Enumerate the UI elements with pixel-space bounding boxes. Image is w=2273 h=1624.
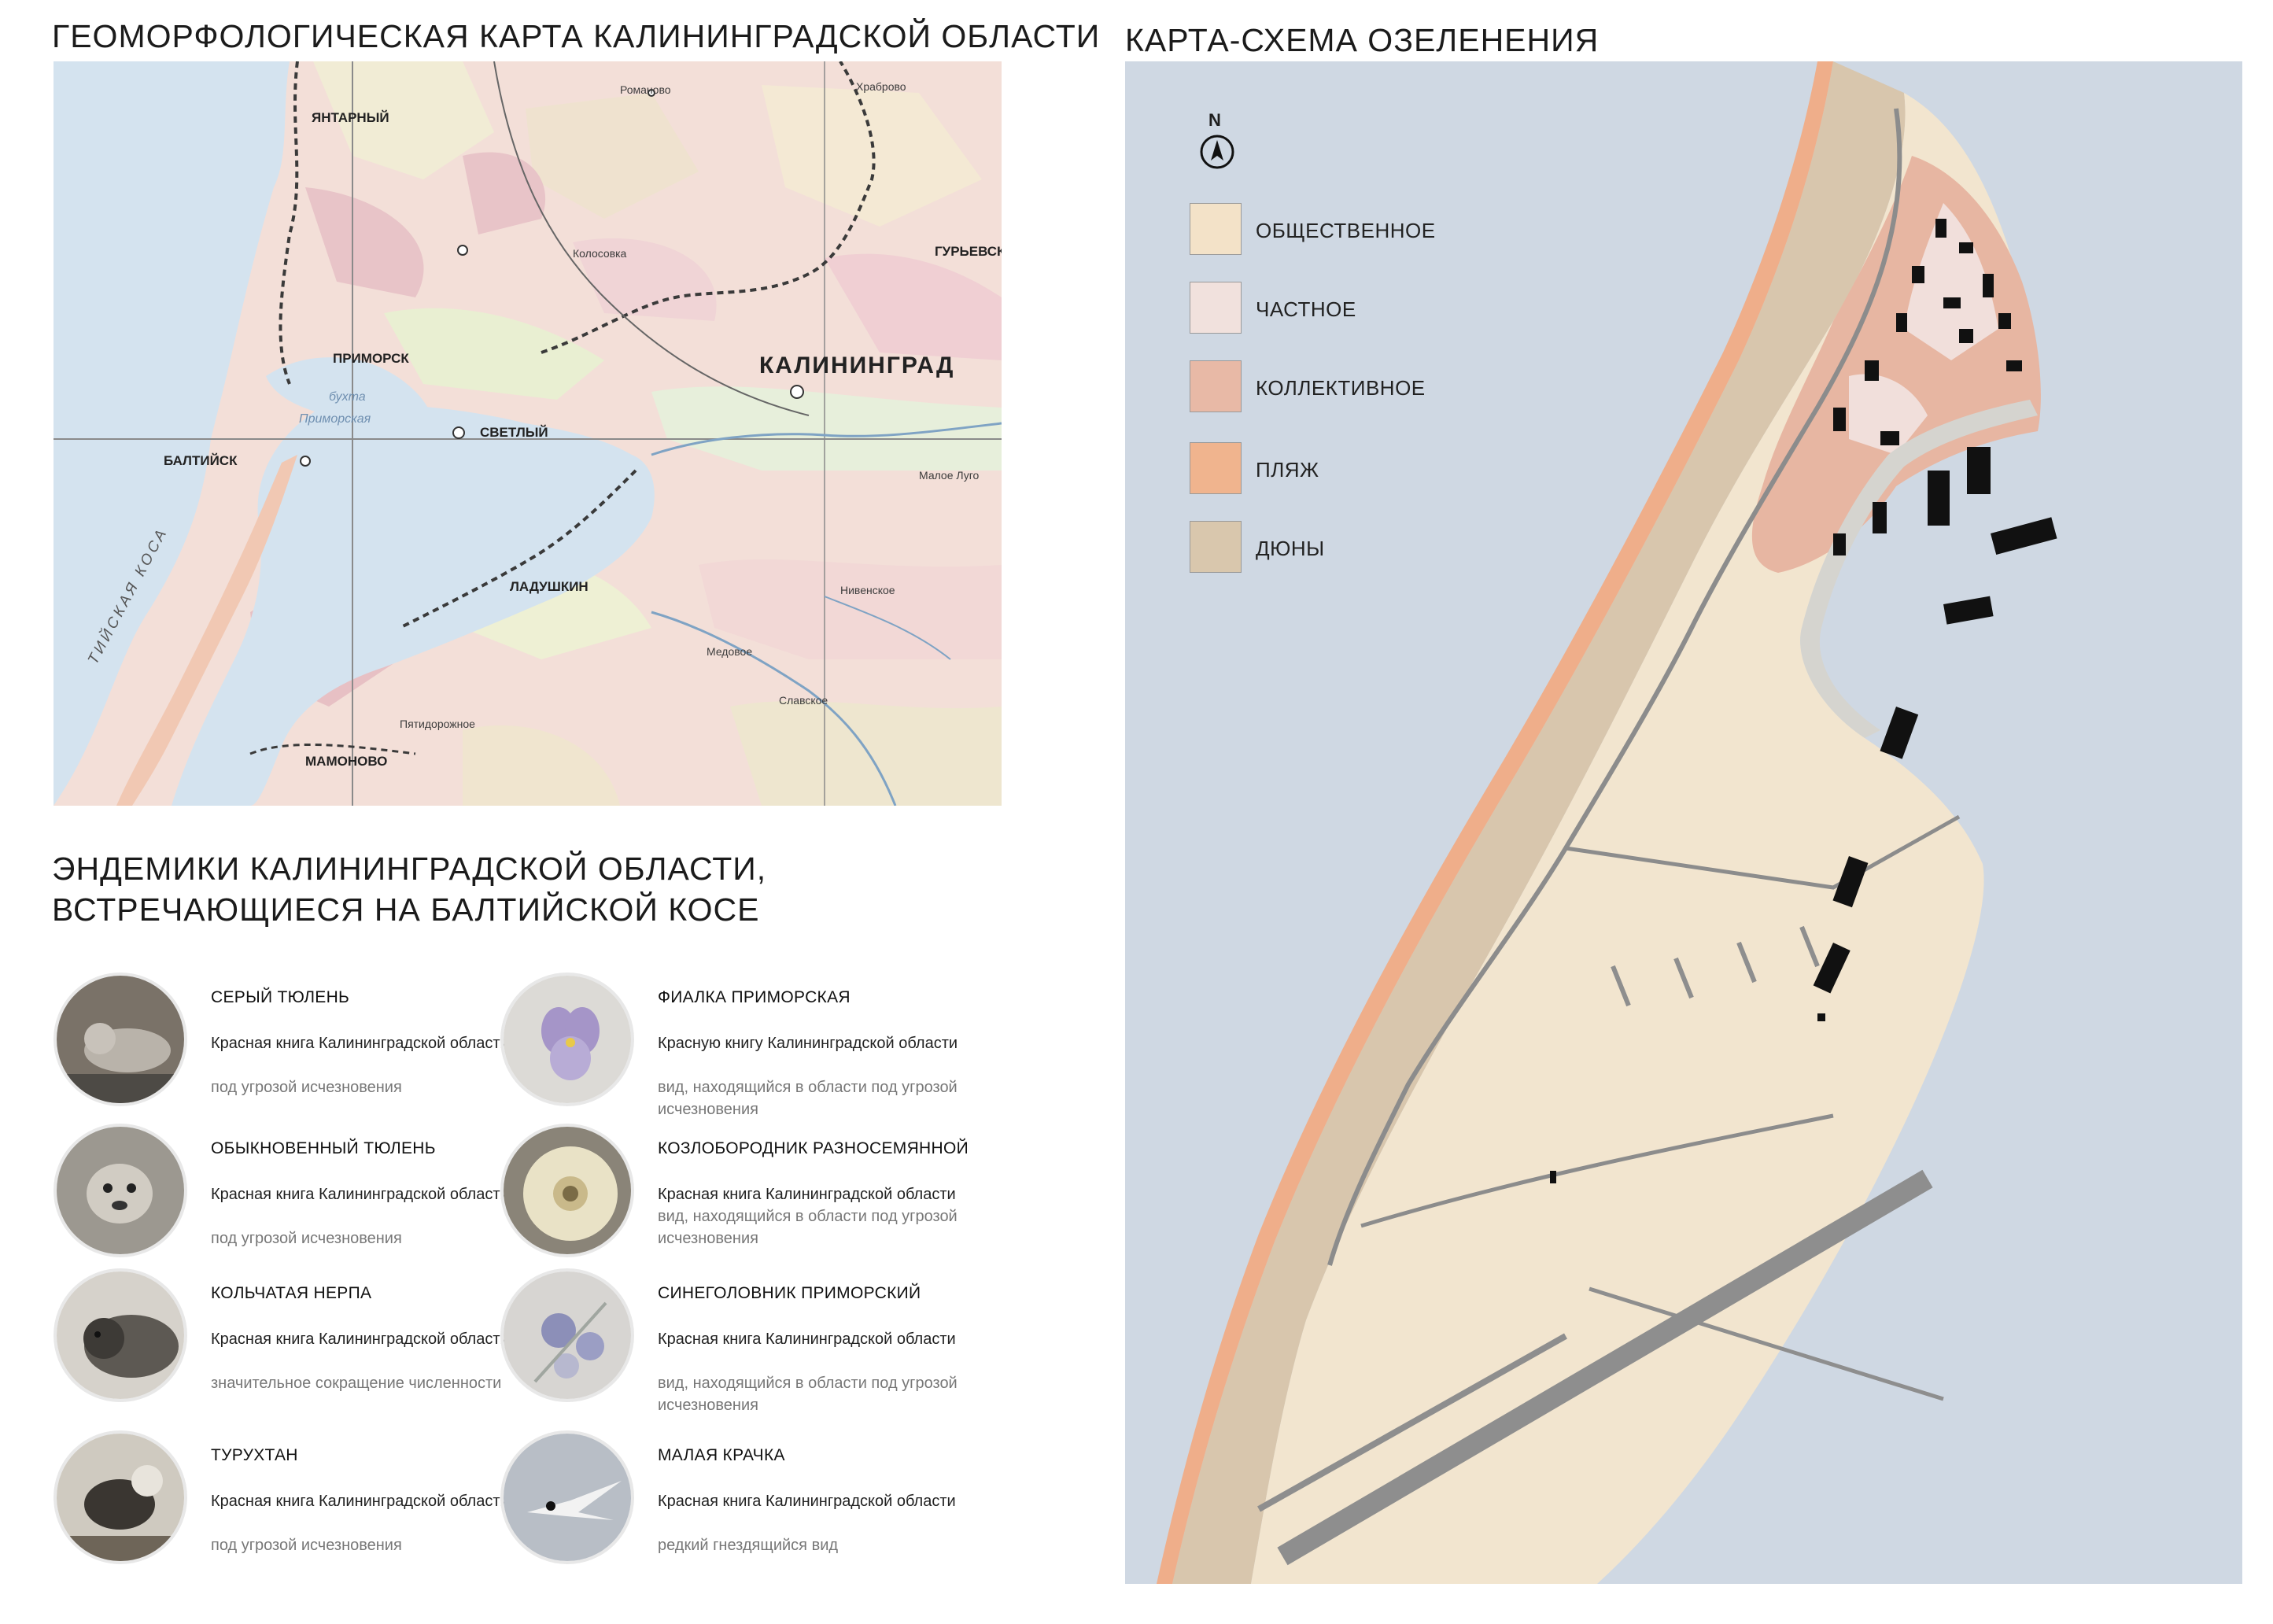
species-note: под угрозой исчезновения	[211, 1230, 402, 1247]
endemics-title-line2: ВСТРЕЧАЮЩИЕСЯ НА БАЛТИЙСКОЙ КОСЕ	[52, 891, 760, 928]
label-baltiysk: БАЛТИЙСК	[164, 453, 238, 468]
geomorphological-map[interactable]: ЯНТАРНЫЙ Романово Храброво Колосовка ГУР…	[54, 61, 1002, 806]
legend-label-private: ЧАСТНОЕ	[1256, 297, 1356, 321]
species-card: КОЛЬЧАТАЯ НЕРПА Красная книга Калинингра…	[54, 1268, 557, 1418]
label-bay-2: Приморская	[299, 412, 371, 426]
species-name: ОБЫКНОВЕННЫЙ ТЮЛЕНЬ	[211, 1139, 436, 1157]
species-status: Красная книга Калининградской области	[211, 1493, 509, 1510]
species-card: ТУРУХТАН Красная книга Калининградской о…	[54, 1430, 557, 1580]
species-card: ОБЫКНОВЕННЫЙ ТЮЛЕНЬ Красная книга Калини…	[54, 1124, 557, 1273]
species-status: Красную книгу Калининградской области	[658, 1035, 958, 1052]
legend-swatch-beach	[1190, 442, 1242, 494]
species-name: СЕРЫЙ ТЮЛЕНЬ	[211, 988, 350, 1006]
species-status: Красная книга Калининградской области	[658, 1186, 956, 1203]
legend-swatch-public	[1190, 203, 1242, 255]
species-status: Красная книга Калининградской области	[658, 1331, 956, 1348]
species-status: Красная книга Калининградской области	[658, 1493, 956, 1510]
label-maloe-lugovoe: Малое Луго	[919, 469, 980, 482]
label-svetly: СВЕТЛЫЙ	[480, 425, 548, 440]
species-note: значительное сокращение численности	[211, 1375, 502, 1392]
endemics-title: ЭНДЕМИКИ КАЛИНИНГРАДСКОЙ ОБЛАСТИ, ВСТРЕЧ…	[52, 848, 839, 930]
species-status: Красная книга Калининградской области	[211, 1035, 509, 1052]
legend-item-collective: КОЛЛЕКТИВНОЕ	[1190, 360, 1520, 414]
geo-map-title: ГЕОМОРФОЛОГИЧЕСКАЯ КАРТА КАЛИНИНГРАДСКОЙ…	[52, 18, 1101, 54]
label-medovoe: Медовое	[707, 645, 753, 658]
greening-scheme-map[interactable]: N ОБЩЕСТВЕННОЕ ЧАСТНОЕ КОЛЛЕКТИВНОЕ ПЛЯЖ…	[1125, 61, 2242, 1584]
greening-map-title: КАРТА-СХЕМА ОЗЕЛЕНЕНИЯ	[1125, 22, 1600, 58]
little-tern-photo	[500, 1430, 634, 1564]
label-khrabrovo: Храброво	[856, 80, 906, 93]
label-kaliningrad: КАЛИНИНГРАД	[759, 352, 955, 378]
species-note: редкий гнездящийся вид	[658, 1537, 839, 1554]
sea-violet-photo	[500, 973, 634, 1106]
greening-map-canvas	[1125, 61, 2242, 1584]
label-primorsk: ПРИМОРСК	[333, 351, 409, 366]
label-pyatidorozhnoe: Пятидорожное	[400, 718, 475, 730]
label-romanovo: Романово	[620, 83, 671, 96]
species-card: КОЗЛОБОРОДНИК РАЗНОСЕМЯННОЙ Красная книг…	[500, 1124, 1004, 1273]
species-note: под угрозой исчезновения	[211, 1079, 402, 1096]
grey-seal-photo	[54, 973, 187, 1106]
legend-label-dunes: ДЮНЫ	[1256, 537, 1325, 560]
label-slavskoe: Славское	[779, 694, 828, 707]
harbor-seal-photo	[54, 1124, 187, 1257]
species-name: КОЗЛОБОРОДНИК РАЗНОСЕМЯННОЙ	[658, 1139, 969, 1157]
legend-label-beach: ПЛЯЖ	[1256, 458, 1319, 482]
label-kolosovka: Колосовка	[573, 247, 627, 260]
endemics-title-line1: ЭНДЕМИКИ КАЛИНИНГРАДСКОЙ ОБЛАСТИ,	[52, 851, 767, 887]
species-note: вид, находящийся в области под угрозой и…	[658, 1208, 958, 1247]
label-mamonovo: МАМОНОВО	[305, 754, 388, 769]
label-yantarny: ЯНТАРНЫЙ	[312, 110, 389, 125]
species-note: под угрозой исчезновения	[211, 1537, 402, 1554]
label-ladushkin: ЛАДУШКИН	[510, 579, 589, 594]
goatsbeard-photo	[500, 1124, 634, 1257]
label-bay-1: бухта	[329, 390, 366, 404]
geo-map-canvas	[54, 61, 1002, 806]
species-note: вид, находящийся в области под угрозой и…	[658, 1079, 958, 1118]
label-nivenskoe: Нивенское	[840, 584, 895, 596]
legend-item-private: ЧАСТНОЕ	[1190, 282, 1520, 335]
species-name: СИНЕГОЛОВНИК ПРИМОРСКИЙ	[658, 1284, 921, 1302]
legend-item-dunes: ДЮНЫ	[1190, 521, 1520, 574]
species-name: КОЛЬЧАТАЯ НЕРПА	[211, 1284, 372, 1302]
species-card: МАЛАЯ КРАЧКА Красная книга Калининградск…	[500, 1430, 1004, 1580]
legend-label-collective: КОЛЛЕКТИВНОЕ	[1256, 376, 1426, 400]
north-arrow-icon: N	[1197, 110, 1237, 173]
species-status: Красная книга Калининградской области	[211, 1186, 509, 1203]
species-status: Красная книга Калининградской области	[211, 1331, 509, 1348]
species-card: ФИАЛКА ПРИМОРСКАЯ Красную книгу Калининг…	[500, 973, 1004, 1122]
ruff-photo	[54, 1430, 187, 1564]
legend-swatch-private	[1190, 282, 1242, 334]
species-note: вид, находящийся в области под угрозой и…	[658, 1375, 958, 1414]
legend-item-public: ОБЩЕСТВЕННОЕ	[1190, 203, 1520, 257]
legend-item-beach: ПЛЯЖ	[1190, 442, 1520, 496]
species-card: СИНЕГОЛОВНИК ПРИМОРСКИЙ Красная книга Ка…	[500, 1268, 1004, 1418]
label-guryevsk: ГУРЬЕВСК	[935, 244, 1002, 259]
species-card: СЕРЫЙ ТЮЛЕНЬ Красная книга Калининградск…	[54, 973, 557, 1122]
species-name: ФИАЛКА ПРИМОРСКАЯ	[658, 988, 851, 1006]
ringed-seal-photo	[54, 1268, 187, 1402]
legend-swatch-collective	[1190, 360, 1242, 412]
legend-swatch-dunes	[1190, 521, 1242, 573]
legend-label-public: ОБЩЕСТВЕННОЕ	[1256, 219, 1436, 242]
species-name: МАЛАЯ КРАЧКА	[658, 1446, 785, 1464]
sea-holly-photo	[500, 1268, 634, 1402]
north-label: N	[1208, 110, 1221, 130]
species-name: ТУРУХТАН	[211, 1446, 298, 1464]
